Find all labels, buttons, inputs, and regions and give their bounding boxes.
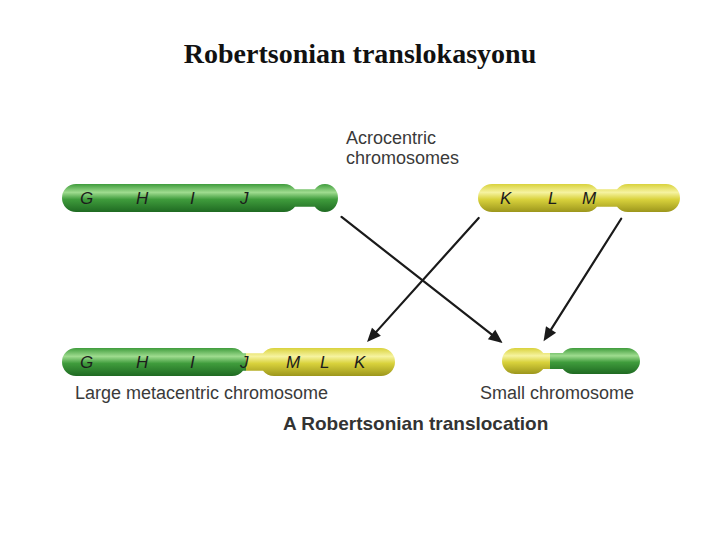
chromosome-label: Small chromosome bbox=[480, 384, 634, 404]
group-label: Acrocentric chromosomes bbox=[346, 128, 474, 168]
chromosome: GHIJMLKLarge metacentric chromosome bbox=[62, 348, 395, 376]
gene-letter: I bbox=[190, 190, 195, 207]
gene-letter: H bbox=[136, 190, 148, 207]
gene-letter: K bbox=[354, 354, 365, 371]
gene-letter: K bbox=[500, 190, 511, 207]
arrow-connector bbox=[544, 219, 622, 341]
chromosome-body bbox=[502, 348, 640, 374]
chromosome-body bbox=[62, 184, 338, 212]
gene-letter: I bbox=[190, 354, 195, 371]
gene-letter: J bbox=[240, 190, 249, 207]
chromosome: K L M bbox=[478, 184, 680, 212]
gene-letter: G bbox=[80, 190, 93, 207]
arrow-connector bbox=[342, 217, 503, 343]
chromosome-body bbox=[62, 348, 395, 376]
gene-letter: M bbox=[582, 190, 596, 207]
gene-letter: M bbox=[286, 354, 300, 371]
chromosome-label: Large metacentric chromosome bbox=[75, 384, 328, 404]
gene-letter: J bbox=[240, 354, 249, 371]
title: Robertsonian translokasyonu bbox=[0, 38, 720, 70]
caption: A Robertsonian translocation bbox=[283, 413, 548, 435]
gene-letter: L bbox=[548, 190, 557, 207]
chromosome: Small chromosome bbox=[502, 348, 640, 374]
gene-letter: H bbox=[136, 354, 148, 371]
arrow-connector bbox=[367, 218, 479, 342]
gene-letter: L bbox=[320, 354, 329, 371]
gene-letter: G bbox=[80, 354, 93, 371]
chromosome: G H I J bbox=[62, 184, 338, 212]
